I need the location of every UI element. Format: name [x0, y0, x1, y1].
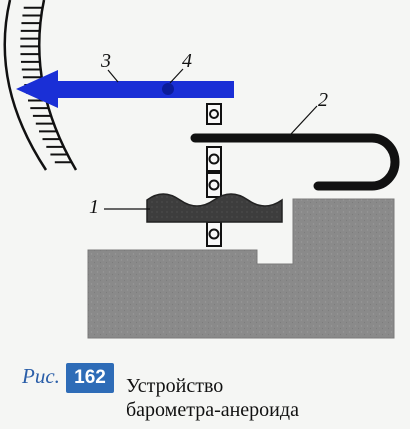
caption-line-1: Устройство	[126, 375, 224, 397]
base-support	[87, 198, 395, 339]
callout-2: 2	[318, 89, 328, 111]
callout-1: 1	[89, 196, 99, 218]
figure-caption-text: Устройство барометра-анероида	[126, 374, 406, 422]
corrugated-box-1	[146, 193, 283, 223]
caption-line-2: барометра-анероида	[126, 399, 299, 421]
spring-2	[190, 133, 400, 191]
linkage-chain	[206, 103, 222, 247]
leader-line-2	[290, 105, 318, 135]
pointer-arrow-3	[16, 70, 234, 108]
callout-4: 4	[182, 50, 192, 72]
leader-line-3	[107, 69, 119, 83]
leader-line-4	[169, 68, 184, 84]
figure-caption-label: Рис.	[22, 364, 60, 388]
figure-number-badge: 162	[66, 363, 114, 393]
pivot-point-4	[162, 83, 174, 95]
callout-3: 3	[101, 50, 111, 72]
